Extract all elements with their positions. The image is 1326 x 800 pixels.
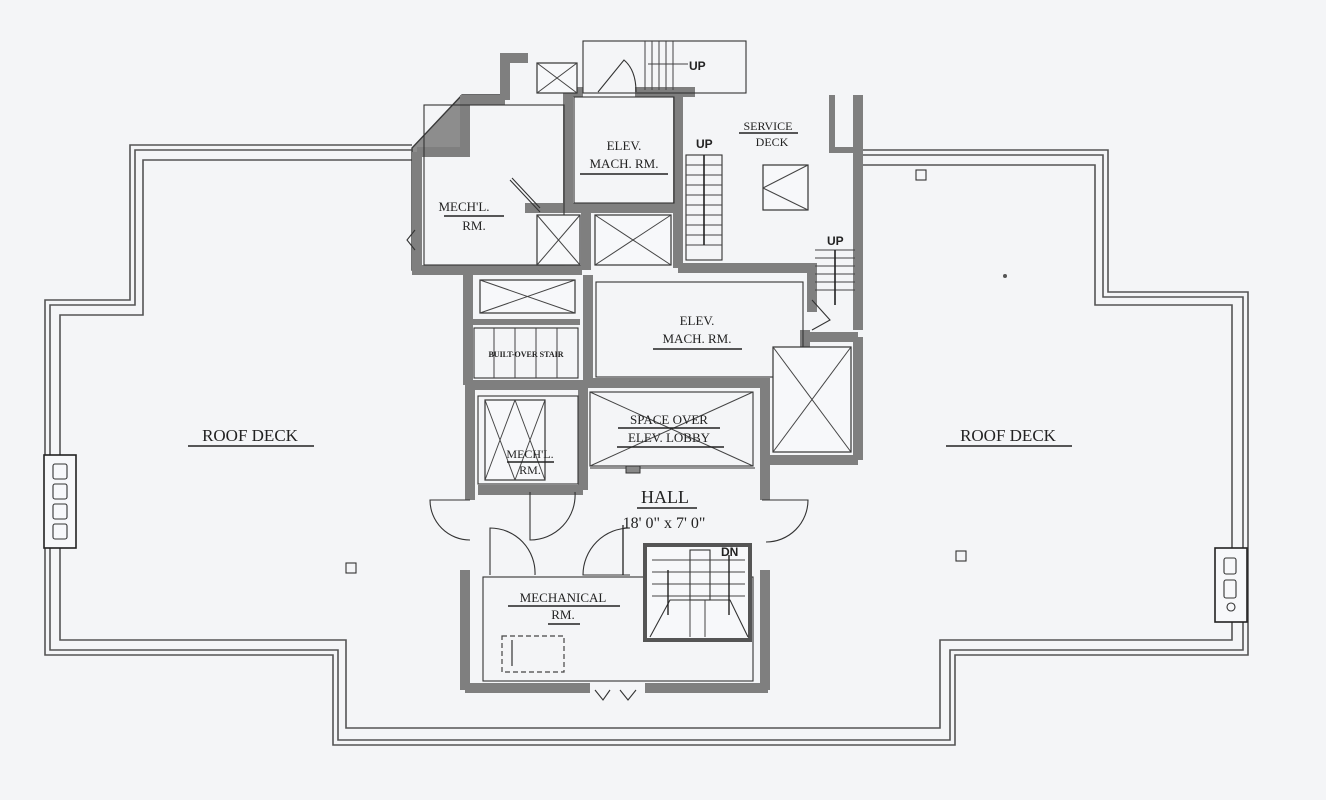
shaft-void <box>536 214 581 266</box>
door <box>509 177 541 213</box>
shaft-void <box>479 279 576 314</box>
roof-deck-right-label: ROOF DECK <box>960 426 1057 445</box>
top-stair <box>582 40 747 94</box>
hall-dimensions: 18' 0" x 7' 0" <box>623 515 706 532</box>
door <box>762 499 809 543</box>
door <box>529 491 576 541</box>
hall-stair <box>643 543 752 642</box>
door <box>406 229 416 251</box>
shaft-void <box>589 391 754 467</box>
small-built-stair <box>473 327 579 379</box>
room-labels: ROOF DECK ROOF DECK ELEV. MACH. RM. SERV… <box>188 119 1072 625</box>
mechl-rm-top-label-2: RM. <box>462 218 485 233</box>
right-stair-up-label: UP <box>827 234 844 248</box>
elev-mach-rm-top-label-2: MACH. RM. <box>590 156 659 171</box>
right-stair <box>811 249 855 331</box>
mechl-rm-mid-label-1: MECH'L. <box>506 447 553 461</box>
elev-mach-rm-mid-label-1: ELEV. <box>680 313 715 328</box>
roof-drain-icon <box>955 550 967 562</box>
top-stair-up-label: UP <box>689 59 706 73</box>
space-over-label-2: ELEV. LOBBY <box>628 430 711 445</box>
roof-drain-icon <box>345 562 357 574</box>
door <box>429 499 471 541</box>
building-core <box>411 53 863 693</box>
mechanical-rm-label-2: RM. <box>551 607 574 622</box>
small-stair-label: BUILT-OVER STAIR <box>488 350 563 359</box>
hatch-icon <box>762 164 809 211</box>
elev-mach-rm-mid-label-2: MACH. RM. <box>663 331 732 346</box>
roof-deck-left-label: ROOF DECK <box>202 426 299 445</box>
space-over-label-1: SPACE OVER <box>630 412 708 427</box>
hall-title: HALL <box>641 487 689 507</box>
service-deck-label-1: SERVICE <box>743 119 792 133</box>
vent-dot-icon <box>1003 274 1007 278</box>
mechanical-rm-label-1: MECHANICAL <box>520 590 607 605</box>
door <box>594 689 637 701</box>
service-stair <box>685 154 723 261</box>
hall-stair-dn-label: DN <box>721 545 738 559</box>
right-equipment-unit <box>1214 547 1248 623</box>
mechl-rm-top-label-1: MECH'L. <box>438 199 489 214</box>
service-deck-label-2: DECK <box>756 135 789 149</box>
shaft-void <box>772 346 852 453</box>
door <box>582 525 631 576</box>
elev-mach-rm-top-label-1: ELEV. <box>607 138 642 153</box>
equipment-outline <box>501 635 565 673</box>
door <box>489 527 536 576</box>
roof-deck-parapet <box>44 144 1249 746</box>
shaft-void <box>536 62 578 94</box>
left-equipment-unit <box>43 454 77 549</box>
roof-drain-icon <box>915 169 927 181</box>
service-stair-up-label: UP <box>696 137 713 151</box>
mechl-rm-mid-label-2: RM. <box>519 463 541 477</box>
shaft-void <box>594 214 672 266</box>
shaft-void <box>484 399 546 481</box>
